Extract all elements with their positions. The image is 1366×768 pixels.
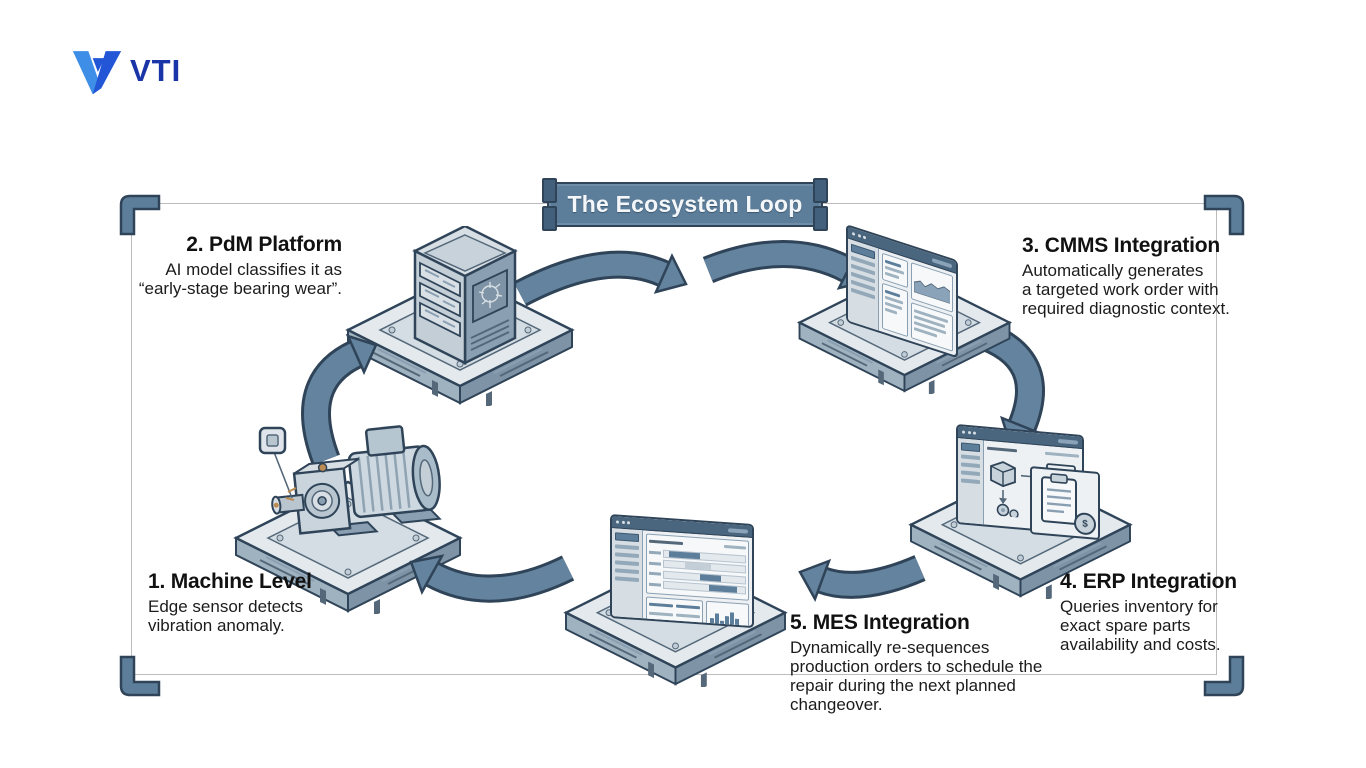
node-desc-line: AI model classifies it as [165,260,342,279]
mes-sidebar [612,528,643,619]
vti-logo: VTI [70,46,181,96]
arrow-machine-to-pdm [301,333,378,465]
node-desc-line: Queries inventory for [1060,597,1218,616]
vti-logo-text: VTI [130,53,182,88]
cmms-screen-body [848,238,956,356]
mes-window-body [612,528,752,629]
mes-mini-bar-chart [709,603,746,629]
node-title: 5. MES Integration [790,611,970,634]
frame-corner-bracket-bottom-left [118,654,162,698]
title-banner: The Ecosystem Loop [542,178,828,231]
node-desc-line: production orders to schedule the [790,657,1043,676]
cmms-monitor-screen [846,224,958,359]
label-pdm-platform: 2. PdM Platform AI model classifies it a… [112,233,342,298]
banner-corner-tab [813,178,828,203]
node-title: 4. ERP Integration [1060,570,1237,593]
cmms-trend-chart [913,280,951,305]
node-desc-line: exact spare parts [1060,616,1191,635]
node-desc-line: a targeted work order with [1022,280,1219,299]
frame-corner-bracket-bottom-right [1202,654,1246,698]
node-desc-line: availability and costs. [1060,635,1221,654]
node-desc-line: Automatically generates [1022,261,1204,280]
pdm-server-illustration [412,226,518,366]
mes-content [643,530,752,629]
node-title: 2. PdM Platform [186,233,342,256]
node-desc-line: Edge sensor detects [148,597,303,616]
erp-sidebar [958,438,984,525]
arrow-mes-to-machine [409,554,575,603]
mes-bar-chart-card [706,600,749,629]
node-title: 3. CMMS Integration [1022,234,1221,257]
cmms-sidebar [848,238,879,331]
arrow-pdm-to-cmms-1 [513,250,688,307]
label-mes-integration: 5. MES Integration Dynamically re-sequen… [790,611,1050,714]
node-desc-line: vibration anomaly. [148,616,285,635]
node-desc-line: required diagnostic context. [1022,299,1230,318]
frame-corner-bracket-top-right [1202,193,1246,237]
cmms-content [879,249,956,356]
node-desc-line: repair during the next planned [790,676,1016,695]
erp-cost-card: $ [1030,466,1100,541]
erp-clipboard-icon [1041,473,1077,525]
mes-app-window [610,514,754,629]
cmms-card [882,252,908,288]
banner-title: The Ecosystem Loop [567,191,803,217]
node-title: 1. Machine Level [148,570,312,593]
banner-corner-tab [542,206,557,231]
machine-motor-illustration [271,425,442,537]
vibration-sensor-icon [258,426,297,501]
label-erp-integration: 4. ERP Integration Queries inventory for… [1060,570,1245,654]
cmms-card [882,282,908,337]
node-desc-line: “early-stage bearing wear”. [138,279,342,298]
vti-logo-icon [72,51,122,95]
frame-corner-bracket-top-left [118,193,162,237]
label-machine-level: 1. Machine Level Edge sensor detects vib… [148,570,378,635]
banner-corner-tab [813,206,828,231]
node-desc-line: changeover. [790,695,883,714]
banner-corner-tab [542,178,557,203]
cmms-chart-card [910,261,953,313]
mes-gantt-card [646,533,749,601]
label-cmms-integration: 3. CMMS Integration Automatically genera… [1022,234,1237,318]
node-desc-line: Dynamically re-sequences [790,638,990,657]
arrow-erp-to-mes [798,555,926,602]
